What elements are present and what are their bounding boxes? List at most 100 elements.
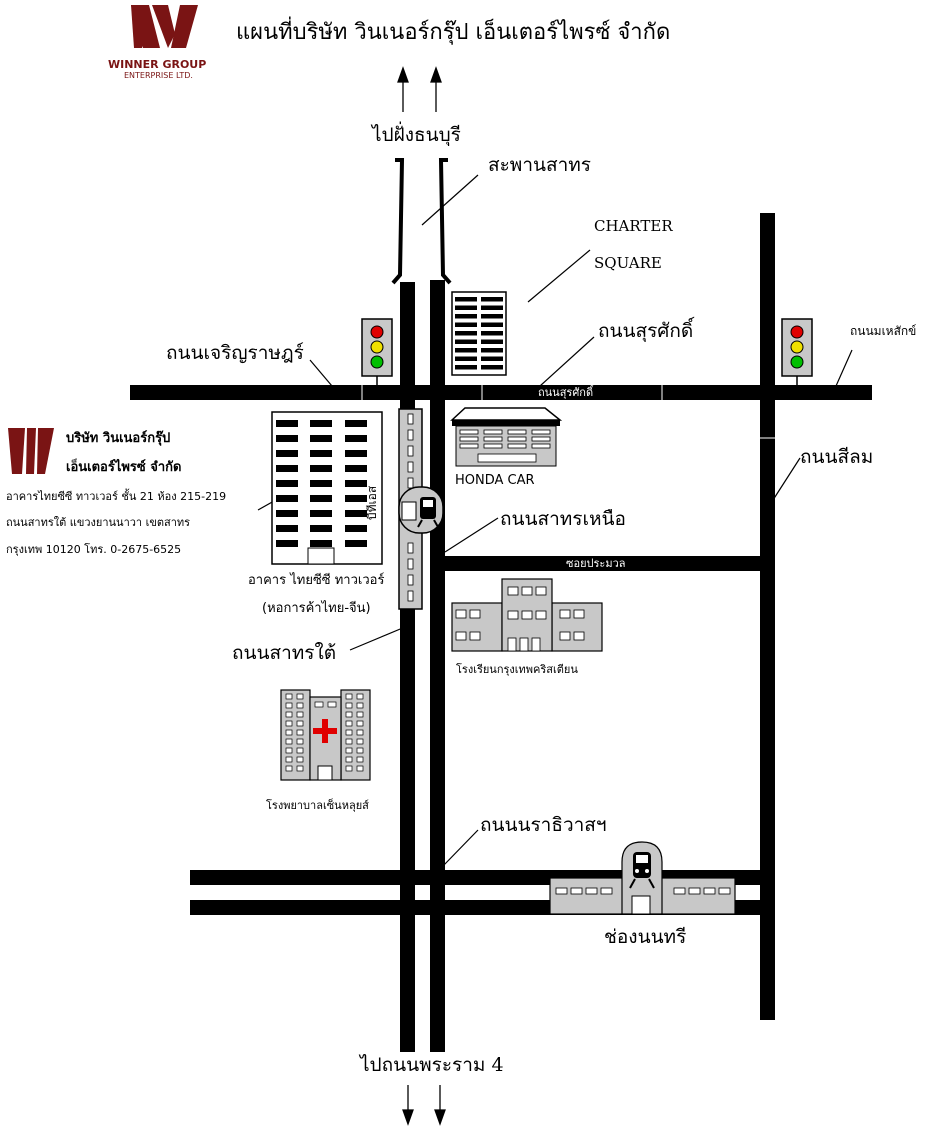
label-charoen-rat-road: ถนนเจริญราษฎร์ bbox=[166, 342, 304, 364]
building-window bbox=[407, 413, 414, 425]
building-window bbox=[296, 711, 304, 718]
building-window bbox=[345, 420, 367, 427]
building-window bbox=[285, 747, 293, 754]
building-window bbox=[455, 331, 477, 336]
building-window bbox=[356, 765, 364, 772]
building-window bbox=[481, 356, 503, 361]
building-window bbox=[481, 348, 503, 353]
building-window bbox=[459, 436, 479, 442]
building-window bbox=[345, 738, 353, 745]
building-window bbox=[356, 702, 364, 709]
logo-text-line2: ENTERPRISE LTD. bbox=[124, 71, 193, 80]
building-window bbox=[481, 322, 503, 327]
company-logo-mark bbox=[8, 428, 54, 474]
building-window bbox=[285, 765, 293, 772]
winner-group-logo-mark bbox=[131, 5, 198, 48]
building-window bbox=[356, 747, 364, 754]
building-window bbox=[356, 729, 364, 736]
building-window bbox=[285, 729, 293, 736]
building-window bbox=[481, 339, 503, 344]
building-window bbox=[407, 558, 414, 570]
building-window bbox=[455, 339, 477, 344]
building-window bbox=[296, 702, 304, 709]
chong-nonsi-train-icon bbox=[629, 852, 655, 889]
label-silom-road: ถนนสีลม bbox=[800, 446, 874, 468]
building-window bbox=[327, 701, 337, 708]
building-window bbox=[459, 443, 479, 449]
building-window bbox=[345, 465, 367, 472]
building-window bbox=[481, 305, 503, 310]
building-window bbox=[285, 720, 293, 727]
label-surasak-road: ถนนสุรศักดิ์ bbox=[598, 320, 694, 342]
building-window bbox=[507, 436, 527, 442]
building-window bbox=[455, 297, 477, 302]
building-window bbox=[285, 756, 293, 763]
building-window bbox=[407, 445, 414, 457]
building-window bbox=[310, 495, 332, 502]
building-window bbox=[296, 765, 304, 772]
building-window bbox=[521, 586, 533, 596]
building-window bbox=[507, 610, 519, 620]
label-st-louis-hospital: โรงพยาบาลเซ็นหลุยส์ bbox=[266, 799, 369, 812]
building-window bbox=[521, 610, 533, 620]
bts-train-icon bbox=[417, 497, 439, 528]
building-window bbox=[296, 693, 304, 700]
building-window bbox=[310, 420, 332, 427]
company-address-line2: ถนนสาทรใต้ แขวงยานนาวา เขตสาทร bbox=[6, 516, 191, 529]
building-window bbox=[455, 314, 477, 319]
building-window bbox=[276, 510, 298, 517]
building-window bbox=[483, 429, 503, 435]
chong-nonsi-station bbox=[549, 841, 736, 915]
building-window bbox=[345, 756, 353, 763]
building-window bbox=[585, 887, 598, 895]
building-window bbox=[310, 435, 332, 442]
sathorn-bridge bbox=[391, 158, 452, 285]
company-name-line1: บริษัท วินเนอร์กรุ๊ป bbox=[66, 431, 171, 446]
building-window bbox=[455, 631, 467, 641]
building-window bbox=[276, 420, 298, 427]
building-window bbox=[345, 495, 367, 502]
bangkok-christian-building bbox=[451, 578, 603, 652]
building-window bbox=[455, 348, 477, 353]
building-window bbox=[573, 609, 585, 619]
building-window bbox=[519, 637, 529, 652]
building-window bbox=[535, 610, 547, 620]
building-window bbox=[285, 702, 293, 709]
building-window bbox=[276, 450, 298, 457]
soi-prasamuan-road bbox=[440, 556, 765, 571]
building-window bbox=[407, 590, 414, 602]
building-window bbox=[573, 631, 585, 641]
building-window bbox=[455, 365, 477, 370]
building-window bbox=[455, 609, 467, 619]
building-window bbox=[555, 887, 568, 895]
building-window bbox=[276, 540, 298, 547]
building-window bbox=[455, 305, 477, 310]
building-window bbox=[718, 887, 731, 895]
hospital-cross-icon bbox=[313, 719, 337, 743]
building-window bbox=[531, 436, 551, 442]
label-thai-cc-tower-line2: (หอการค้าไทย-จีน) bbox=[262, 601, 371, 616]
building-window bbox=[345, 510, 367, 517]
company-address-line1: อาคารไทยซีซี ทาวเวอร์ ชั้น 21 ห้อง 215-2… bbox=[6, 490, 227, 503]
building-window bbox=[345, 702, 353, 709]
label-to-rama4: ไปถนนพระราม 4 bbox=[360, 1054, 504, 1076]
building-window bbox=[600, 887, 613, 895]
building-window bbox=[559, 631, 571, 641]
building-window bbox=[345, 693, 353, 700]
label-sathorn-bridge: สะพานสาทร bbox=[488, 154, 591, 176]
building-window bbox=[459, 429, 479, 435]
thai-cc-tower-building bbox=[271, 411, 383, 565]
building-window bbox=[276, 480, 298, 487]
building-window bbox=[296, 720, 304, 727]
building-window bbox=[310, 465, 332, 472]
company-name-line2: เอ็นเตอร์ไพรซ์ จำกัด bbox=[66, 460, 182, 475]
building-window bbox=[276, 465, 298, 472]
building-window bbox=[345, 765, 353, 772]
sathorn-tai-road bbox=[430, 280, 445, 1052]
building-window bbox=[296, 738, 304, 745]
surasak-road bbox=[130, 385, 872, 400]
building-window bbox=[345, 435, 367, 442]
building-window bbox=[345, 729, 353, 736]
label-bangkok-christian: โรงเรียนกรุงเทพคริสเตียน bbox=[456, 663, 578, 676]
label-bts-station: บีทีเอส bbox=[365, 485, 379, 520]
